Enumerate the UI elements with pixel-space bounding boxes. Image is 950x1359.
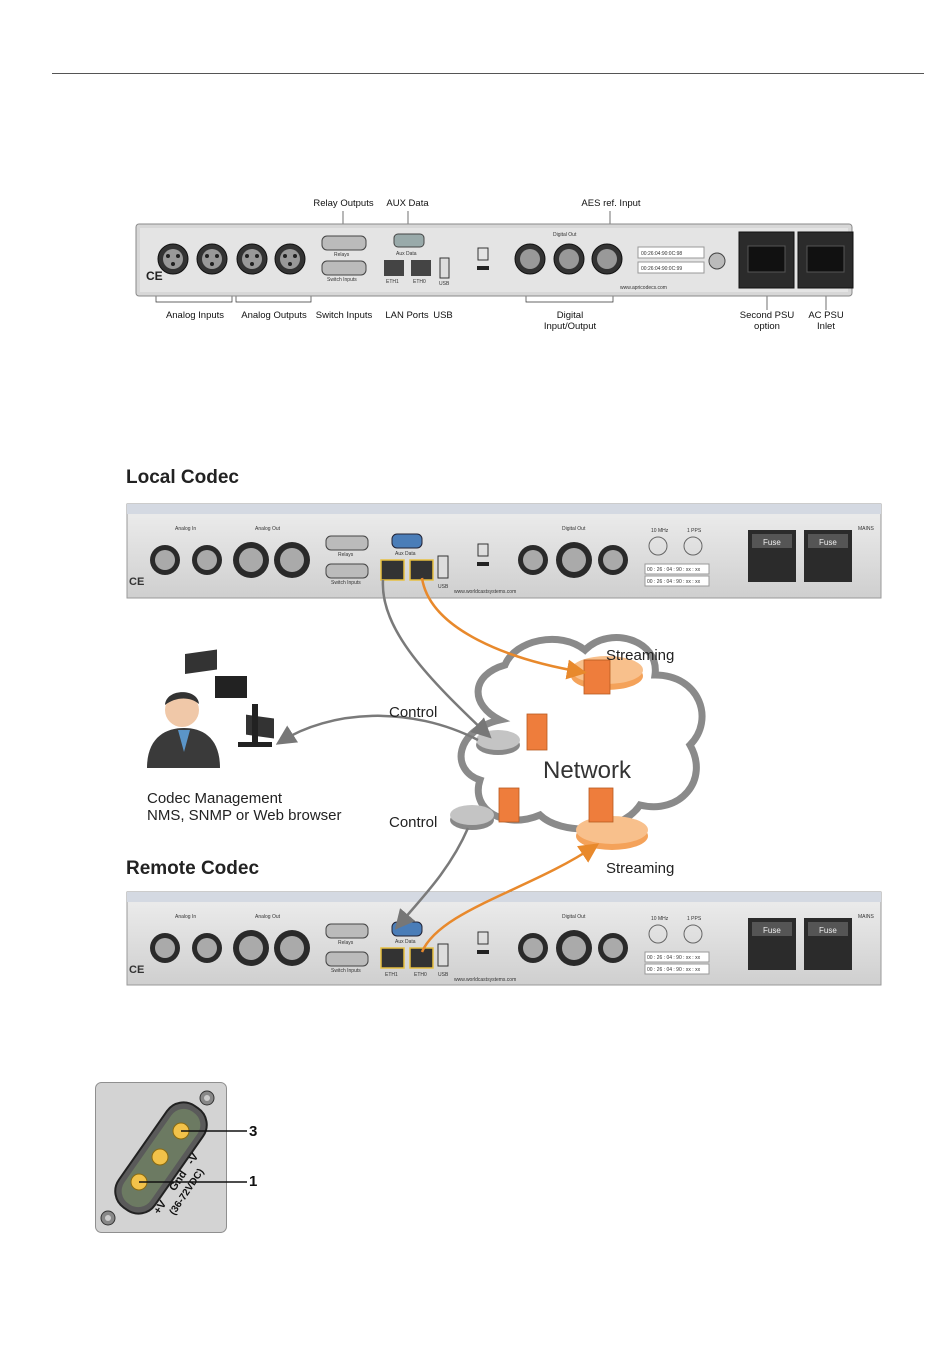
local-codec-panel: CE Analog In Analog Out Relays Switch In… — [126, 503, 882, 599]
svg-text:Fuse: Fuse — [763, 538, 781, 547]
label-aes-ref-input: AES ref. Input — [581, 198, 641, 209]
svg-text:USB: USB — [438, 972, 449, 978]
network-cloud — [457, 634, 706, 833]
svg-text:MAINS: MAINS — [858, 526, 875, 532]
svg-text:www.apricodecs.com: www.apricodecs.com — [620, 285, 667, 291]
codec-management-icon — [147, 649, 274, 768]
label-lan-ports: LAN Ports — [385, 310, 429, 321]
svg-text:www.worldcastsystems.com: www.worldcastsystems.com — [454, 977, 516, 983]
label-switch-inputs: Switch Inputs — [315, 310, 373, 321]
remote-codec-title: Remote Codec — [126, 858, 260, 879]
svg-text:Aux Data: Aux Data — [396, 251, 417, 257]
panel-switch-text: Switch Inputs — [327, 277, 357, 283]
svg-text:CE: CE — [129, 576, 144, 588]
svg-text:Analog Out: Analog Out — [255, 914, 281, 920]
svg-text:ETH1: ETH1 — [385, 972, 398, 978]
svg-text:USB: USB — [438, 584, 449, 590]
top-rule — [52, 73, 924, 74]
rear-panel-drawing: CE Relays Switch Inputs Aux Data ETH1 ET… — [135, 211, 854, 310]
control-label-bottom: Control — [389, 814, 438, 831]
svg-text:00 : 26 : 04 : 90 : xx : xx: 00 : 26 : 04 : 90 : xx : xx — [647, 967, 701, 973]
pin-1-label: 1 — [249, 1173, 258, 1190]
streaming-label-top: Streaming — [606, 647, 675, 664]
svg-text:ETH1: ETH1 — [386, 279, 399, 285]
network-drawing: CE Analog In Analog Out Relays Switch In… — [126, 503, 882, 986]
svg-text:1 PPS: 1 PPS — [687, 916, 702, 922]
svg-text:MAINS: MAINS — [858, 914, 875, 920]
svg-text:Fuse: Fuse — [763, 926, 781, 935]
label-ac-psu: AC PSU Inlet — [808, 310, 844, 332]
svg-text:ETH0: ETH0 — [414, 972, 427, 978]
management-label: Codec Management NMS, SNMP or Web browse… — [147, 790, 342, 824]
svg-text:USB: USB — [439, 281, 450, 287]
svg-text:Relays: Relays — [338, 940, 354, 946]
label-analog-inputs: Analog Inputs — [165, 310, 225, 321]
label-digital-io: Digital Input/Output — [543, 310, 597, 332]
svg-text:1 PPS: 1 PPS — [687, 528, 702, 534]
label-aux-data: AUX Data — [386, 198, 429, 209]
svg-text:00:26:04:90:0C:98: 00:26:04:90:0C:98 — [641, 251, 682, 257]
remote-codec-panel: CE Analog In Analog Out Relays Switch In… — [126, 891, 882, 986]
svg-text:CE: CE — [146, 269, 163, 283]
svg-text:CE: CE — [129, 964, 144, 976]
svg-text:Fuse: Fuse — [819, 926, 837, 935]
streaming-label-bottom: Streaming — [606, 860, 675, 877]
svg-text:00 : 26 : 04 : 90 : xx : xx: 00 : 26 : 04 : 90 : xx : xx — [647, 955, 701, 961]
dc-connector-drawing: +V Gnd -V (36-72VDC) — [95, 1082, 247, 1233]
svg-text:00:26:04:90:0C:99: 00:26:04:90:0C:99 — [641, 266, 682, 272]
svg-text:Digital Out: Digital Out — [562, 526, 586, 532]
network-label: Network — [543, 757, 632, 784]
svg-text:ETH0: ETH0 — [413, 279, 426, 285]
label-analog-outputs: Analog Outputs — [241, 310, 307, 321]
svg-text:Analog In: Analog In — [175, 914, 196, 920]
svg-text:Switch Inputs: Switch Inputs — [331, 580, 361, 586]
svg-text:00 : 26 : 04 : 90 : xx : xx: 00 : 26 : 04 : 90 : xx : xx — [647, 567, 701, 573]
svg-text:Relays: Relays — [338, 552, 354, 558]
control-label-top: Control — [389, 704, 438, 721]
svg-text:Analog Out: Analog Out — [255, 526, 281, 532]
label-second-psu: Second PSU option — [739, 310, 795, 332]
label-relay-outputs: Relay Outputs — [313, 198, 374, 209]
svg-text:Digital Out: Digital Out — [553, 232, 577, 238]
svg-text:10 MHz: 10 MHz — [651, 916, 669, 922]
svg-text:Switch Inputs: Switch Inputs — [331, 968, 361, 974]
svg-text:Aux Data: Aux Data — [395, 939, 416, 945]
svg-text:Fuse: Fuse — [819, 538, 837, 547]
svg-text:www.worldcastsystems.com: www.worldcastsystems.com — [454, 589, 516, 595]
svg-text:Analog In: Analog In — [175, 526, 196, 532]
svg-text:Aux Data: Aux Data — [395, 551, 416, 557]
svg-text:00 : 26 : 04 : 90 : xx : xx: 00 : 26 : 04 : 90 : xx : xx — [647, 579, 701, 585]
pin-3-label: 3 — [249, 1123, 258, 1140]
svg-text:10 MHz: 10 MHz — [651, 528, 669, 534]
panel-relays-text: Relays — [334, 252, 350, 258]
label-usb: USB — [433, 310, 453, 321]
svg-text:Digital Out: Digital Out — [562, 914, 586, 920]
local-codec-title: Local Codec — [126, 467, 239, 488]
